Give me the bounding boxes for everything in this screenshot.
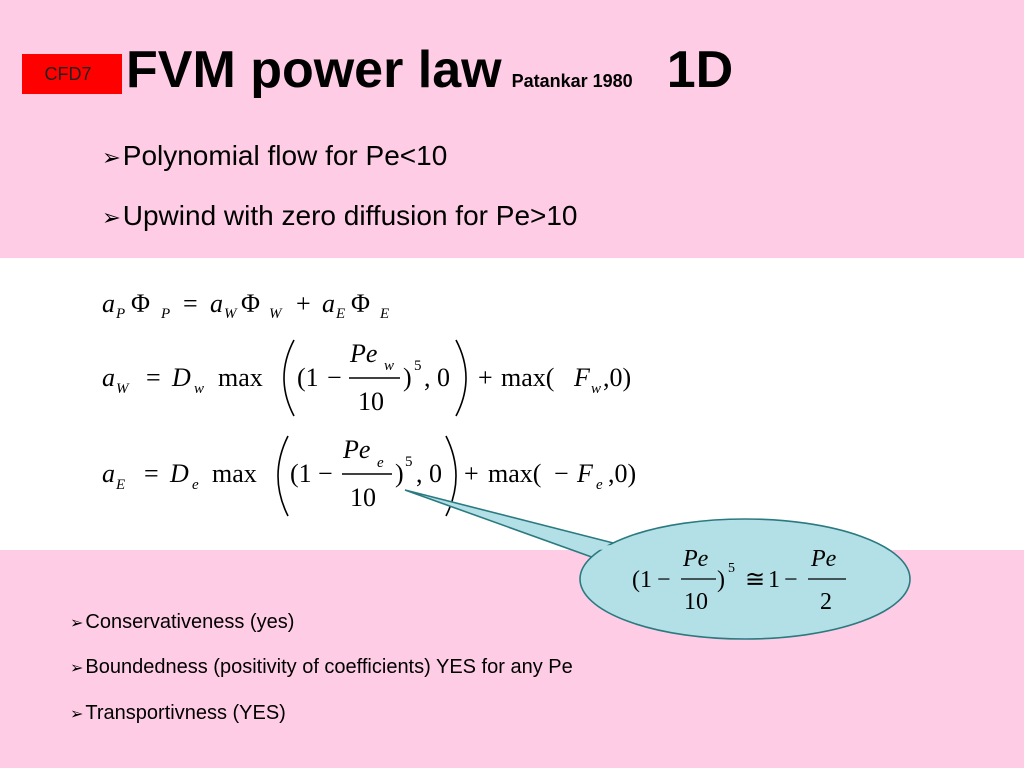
svg-text:w: w: [194, 381, 204, 397]
svg-text:max(: max(: [488, 459, 541, 488]
arrow-bullet-icon: ➢: [70, 706, 84, 723]
svg-text:Pe: Pe: [810, 546, 837, 572]
bullet-conservativeness: ➢Conservativeness (yes): [70, 611, 295, 633]
top-band: [0, 0, 1024, 258]
svg-text:Φ: Φ: [351, 289, 370, 318]
callout-formula: (1 − Pe 10 ) 5 ≅ 1 − Pe 2: [632, 546, 846, 615]
svg-text:D: D: [171, 363, 191, 392]
svg-text:,0): ,0): [608, 459, 636, 488]
svg-text:Φ: Φ: [131, 289, 150, 318]
svg-text:10: 10: [684, 589, 708, 615]
svg-text:Pe: Pe: [682, 546, 709, 572]
svg-text:): ): [395, 459, 404, 488]
svg-text:−: −: [657, 567, 671, 593]
svg-text:=: =: [144, 459, 159, 488]
svg-text:−: −: [327, 363, 342, 392]
svg-text:W: W: [269, 306, 283, 322]
svg-text:w: w: [591, 381, 601, 397]
svg-text:e: e: [192, 477, 199, 493]
svg-text:W: W: [116, 381, 130, 397]
svg-text:, 0: , 0: [424, 363, 450, 392]
arrow-bullet-icon: ➢: [70, 660, 84, 677]
slide-badge: CFD7: [22, 54, 122, 94]
equation-2: a W = D w max (1 − Pe w 10 ) 5 , 0 + max…: [102, 339, 631, 417]
svg-text:F: F: [576, 459, 594, 488]
svg-text:−: −: [554, 459, 569, 488]
equation-1: a P Φ P = a W Φ W + a E Φ E: [102, 289, 389, 322]
svg-text:e: e: [596, 477, 603, 493]
svg-text:a: a: [102, 289, 115, 318]
svg-text:E: E: [115, 477, 125, 493]
svg-text:=: =: [183, 289, 198, 318]
svg-text:E: E: [379, 306, 389, 322]
svg-text:Pe: Pe: [349, 339, 377, 368]
svg-text:=: =: [146, 363, 161, 392]
svg-text:2: 2: [820, 589, 832, 615]
title-main: FVM power law: [126, 41, 502, 99]
svg-text:+: +: [478, 363, 493, 392]
svg-text:P: P: [115, 306, 125, 322]
svg-text:5: 5: [728, 561, 735, 576]
bullet-polynomial-flow: ➢Polynomial flow for Pe<10: [102, 140, 448, 171]
title-dimension: 1D: [666, 41, 734, 99]
svg-text:a: a: [322, 289, 335, 318]
title-reference: Patankar 1980: [511, 71, 633, 91]
callout-balloon: (1 − Pe 10 ) 5 ≅ 1 − Pe 2: [404, 489, 911, 640]
svg-text:D: D: [169, 459, 189, 488]
svg-text:E: E: [335, 306, 345, 322]
svg-text:(1: (1: [297, 363, 319, 392]
svg-text:10: 10: [350, 483, 376, 512]
equation-band: [0, 258, 1024, 550]
svg-text:−: −: [784, 567, 798, 593]
svg-text:F: F: [573, 363, 591, 392]
arrow-bullet-icon: ➢: [70, 615, 84, 632]
svg-text:5: 5: [414, 358, 422, 374]
svg-text:w: w: [384, 358, 394, 374]
svg-text:10: 10: [358, 387, 384, 416]
arrow-bullet-icon: ➢: [102, 145, 121, 170]
svg-text:,0): ,0): [603, 363, 631, 392]
svg-text:, 0: , 0: [416, 459, 442, 488]
svg-text:): ): [403, 363, 412, 392]
svg-text:−: −: [318, 459, 333, 488]
svg-text:+: +: [464, 459, 479, 488]
svg-text:max: max: [218, 363, 263, 392]
svg-text:): ): [717, 567, 725, 593]
svg-text:e: e: [377, 455, 384, 471]
bullet-transportiveness: ➢Transportivness (YES): [70, 702, 286, 724]
svg-text:(1: (1: [632, 567, 652, 593]
svg-text:a: a: [210, 289, 223, 318]
svg-text:≅: ≅: [745, 567, 765, 593]
svg-text:1: 1: [768, 567, 780, 593]
svg-text:P: P: [160, 306, 170, 322]
svg-text:max: max: [212, 459, 257, 488]
svg-text:a: a: [102, 363, 115, 392]
svg-text:5: 5: [405, 454, 413, 470]
svg-text:Pe: Pe: [342, 435, 370, 464]
svg-text:W: W: [224, 306, 238, 322]
arrow-bullet-icon: ➢: [102, 205, 121, 230]
svg-text:max(: max(: [501, 363, 554, 392]
svg-text:+: +: [296, 289, 311, 318]
svg-text:Φ: Φ: [241, 289, 260, 318]
bullet-upwind: ➢Upwind with zero diffusion for Pe>10: [102, 200, 578, 231]
bullet-boundedness: ➢Boundedness (positivity of coefficients…: [70, 656, 573, 678]
svg-text:(1: (1: [290, 459, 312, 488]
svg-text:a: a: [102, 459, 115, 488]
equation-3: a E = D e max (1 − Pe e 10 ) 5 , 0 + max…: [102, 435, 636, 517]
